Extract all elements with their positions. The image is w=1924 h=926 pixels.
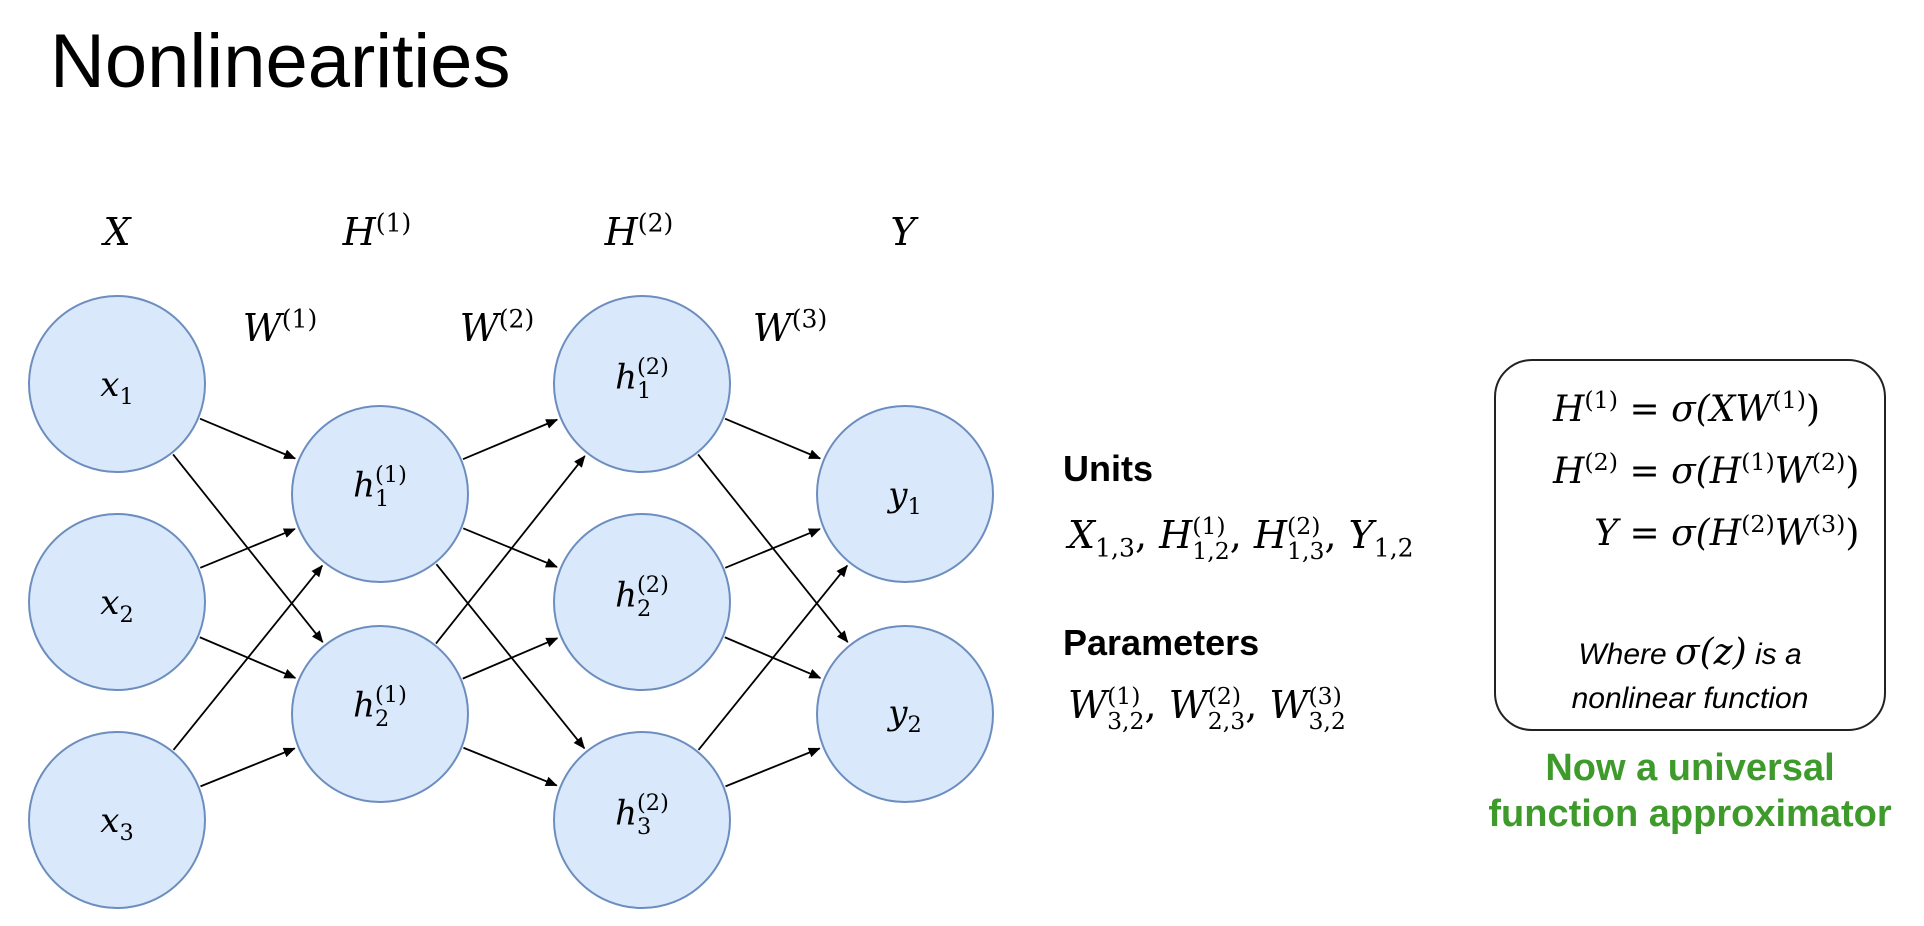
equation-1: H(1) = σ(XW(1)) bbox=[1552, 386, 1821, 430]
page-title: Nonlinearities bbox=[50, 19, 511, 104]
param-w3: W(3)3,2 bbox=[1269, 681, 1346, 735]
layer-label-h2: H(2) bbox=[604, 208, 674, 254]
node-label-h2-3: h(2)3 bbox=[615, 790, 669, 840]
weight-label-w1: W(1) bbox=[242, 304, 318, 350]
node-output-1 bbox=[816, 405, 994, 583]
layer-label-h1: H(1) bbox=[342, 208, 412, 254]
edge-input-3-to-hidden1-1 bbox=[172, 564, 323, 751]
node-label-x3: x3 bbox=[100, 801, 134, 846]
tagline: Now a universal function approximator bbox=[1488, 747, 1892, 835]
layer-label-x: X bbox=[103, 210, 131, 254]
node-hidden2-2 bbox=[553, 513, 731, 691]
parameters-list: W(1)3,2, W(2)2,3, W(3)3,2 bbox=[1068, 681, 1346, 735]
layer-label-y: Y bbox=[890, 210, 916, 254]
param-w1: W(1)3,2 bbox=[1068, 681, 1145, 735]
weight-label-w3: W(3) bbox=[752, 304, 828, 350]
weight-label-w2: W(2) bbox=[459, 304, 535, 350]
node-hidden1-1 bbox=[291, 405, 469, 583]
unit-y: Y1,2 bbox=[1348, 513, 1414, 563]
units-heading: Units bbox=[1063, 448, 1153, 489]
node-label-h1-2: h(1)2 bbox=[353, 682, 407, 732]
node-input-2 bbox=[28, 513, 206, 691]
edge-hidden1-1-to-hidden2-2 bbox=[462, 527, 558, 568]
edge-hidden1-1-to-hidden2-1 bbox=[462, 418, 559, 460]
equation-2: H(2) = σ(H(1)W(2)) bbox=[1552, 448, 1860, 492]
edge-hidden2-3-to-output-1 bbox=[697, 564, 848, 751]
edge-hidden1-2-to-hidden2-2 bbox=[462, 637, 559, 680]
node-label-h2-2: h(2)2 bbox=[615, 572, 669, 622]
node-label-h1-1: h(1)1 bbox=[353, 462, 407, 512]
node-label-x2: x2 bbox=[100, 583, 134, 628]
equation-3: Y = σ(H(2)W(3)) bbox=[1594, 510, 1860, 554]
node-label-y2: y2 bbox=[888, 693, 922, 738]
edge-hidden1-2-to-hidden2-3 bbox=[463, 746, 558, 787]
unit-h2: H(2)1,3 bbox=[1253, 511, 1325, 565]
node-label-x1: x1 bbox=[100, 365, 134, 410]
edge-hidden1-1-to-hidden2-3 bbox=[435, 563, 586, 750]
edge-input-3-to-hidden1-2 bbox=[200, 747, 296, 788]
equation-box: H(1) = σ(XW(1)) H(2) = σ(H(1)W(2)) Y = σ… bbox=[1494, 359, 1886, 731]
edge-hidden2-3-to-output-2 bbox=[725, 747, 821, 788]
edge-input-1-to-hidden1-1 bbox=[199, 417, 297, 460]
parameters-heading: Parameters bbox=[1063, 622, 1260, 663]
unit-x: X1,3 bbox=[1068, 513, 1135, 563]
param-w2: W(2)2,3 bbox=[1168, 681, 1246, 735]
node-label-h2-1: h(2)1 bbox=[615, 354, 669, 404]
equation-note: Where σ(z) is a nonlinear function bbox=[1571, 632, 1809, 715]
node-output-2 bbox=[816, 625, 994, 803]
edge-hidden2-2-to-output-1 bbox=[724, 528, 821, 569]
edge-input-2-to-hidden1-1 bbox=[199, 528, 296, 569]
edge-hidden2-1-to-output-1 bbox=[724, 417, 822, 460]
node-hidden1-2 bbox=[291, 625, 469, 803]
node-label-y1: y1 bbox=[888, 475, 922, 520]
node-hidden2-1 bbox=[553, 295, 731, 473]
node-input-3 bbox=[28, 731, 206, 909]
edge-hidden1-2-to-hidden2-1 bbox=[435, 455, 586, 645]
node-hidden2-3 bbox=[553, 731, 731, 909]
node-input-1 bbox=[28, 295, 206, 473]
units-list: X1,3, H(1)1,2, H(2)1,3, Y1,2 bbox=[1068, 511, 1414, 565]
unit-h1: H(1)1,2 bbox=[1159, 511, 1230, 565]
